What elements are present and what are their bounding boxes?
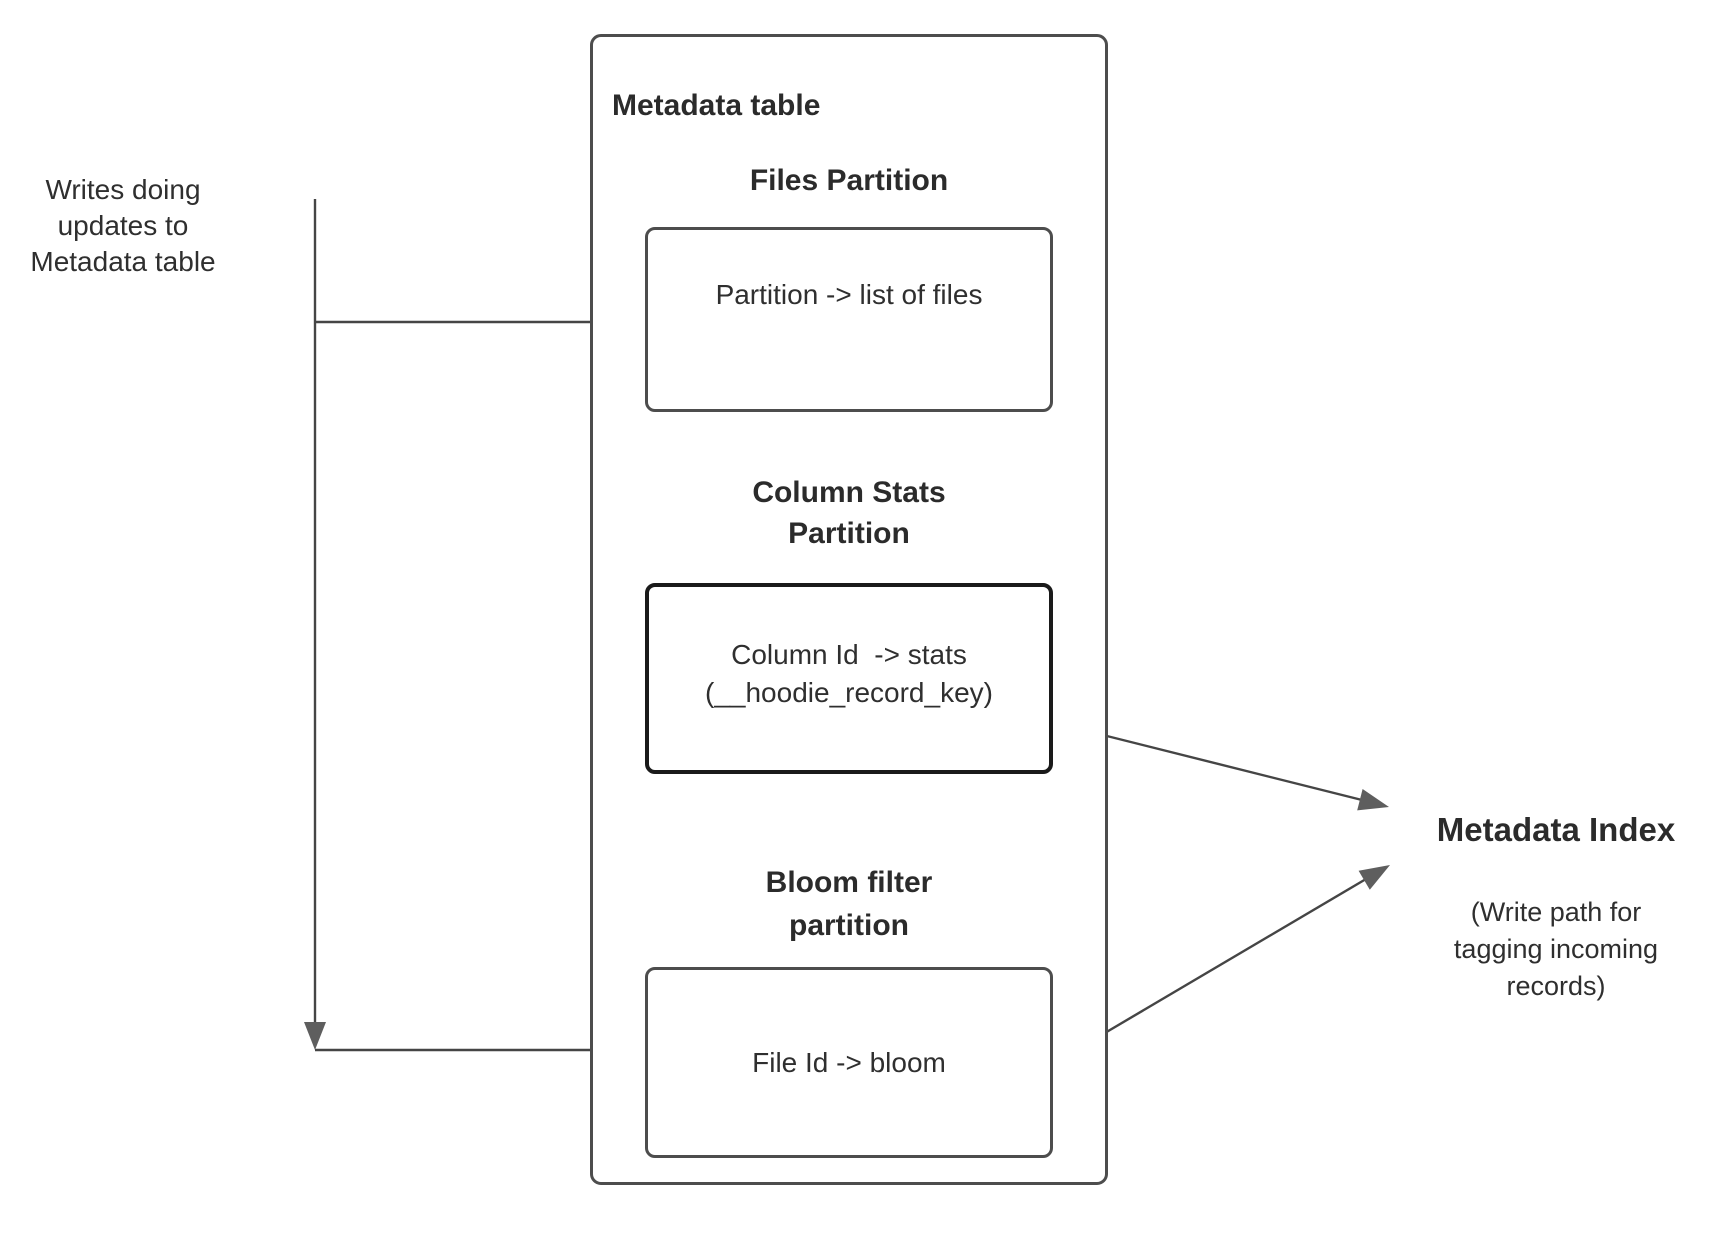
bloom-filter-partition-heading: Bloom filter partition — [765, 866, 933, 942]
bloom-filter-partition-box: File Id -> bloom — [645, 967, 1053, 1158]
writes-arrowhead — [304, 1022, 326, 1050]
column-stats-partition-box: Column Id -> stats (__hoodie_record_key) — [645, 583, 1053, 774]
metadata-table-title: Metadata table — [612, 89, 821, 122]
bloom-filter-partition-box-text: File Id -> bloom — [752, 1046, 946, 1078]
stats-to-index-arrowhead — [1357, 789, 1389, 811]
writes-note: Writes doing updates to Metadata table — [30, 174, 216, 277]
bloom-to-index-arrowhead — [1358, 865, 1390, 890]
files-partition-box-text: Partition -> list of files — [715, 279, 983, 310]
metadata-index-note: (Write path for tagging incoming records… — [1453, 897, 1659, 1001]
column-stats-partition-box-text: Column Id -> stats (__hoodie_record_key) — [705, 639, 993, 708]
metadata-index-title: Metadata Index — [1436, 811, 1676, 848]
files-partition-heading: Files Partition — [749, 164, 949, 197]
files-partition-box: Partition -> list of files — [645, 227, 1053, 412]
column-stats-partition-heading: Column Stats Partition — [752, 476, 946, 550]
